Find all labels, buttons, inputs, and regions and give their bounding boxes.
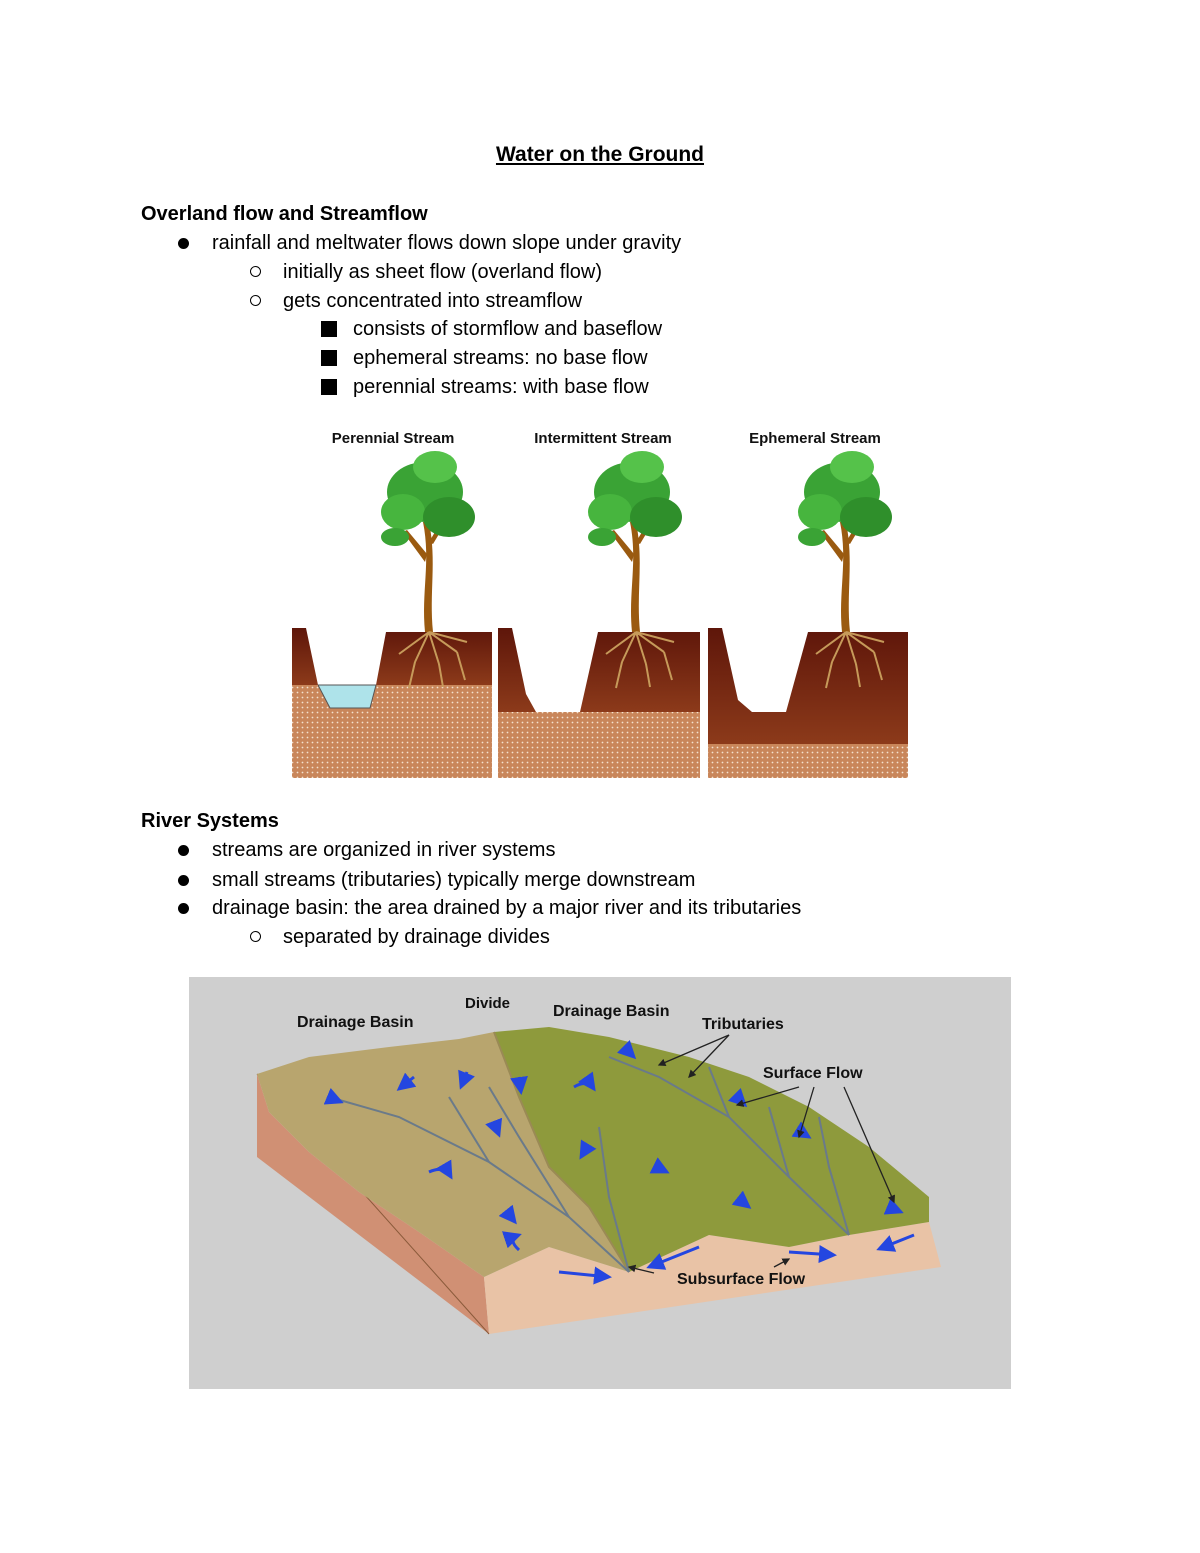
list-item-text: ephemeral streams: no base flow bbox=[353, 347, 648, 369]
stream-types-figure: Perennial Stream Intermittent Stream Eph… bbox=[292, 430, 908, 778]
list-item: rainfall and meltwater flows down slope … bbox=[178, 231, 682, 255]
list-item-text: rainfall and meltwater flows down slope … bbox=[212, 232, 682, 254]
drainage-basin-label: Drainage Basin bbox=[297, 1014, 413, 1031]
subsurface-flow-label: Subsurface Flow bbox=[677, 1271, 806, 1288]
drainage-basin-figure: Drainage Basin Divide Drainage Basin Tri… bbox=[189, 977, 1011, 1389]
list-item-text: drainage basin: the area drained by a ma… bbox=[212, 897, 802, 919]
square-bullet-icon bbox=[321, 379, 337, 395]
square-bullet-icon bbox=[321, 321, 337, 337]
list-item-text: consists of stormflow and baseflow bbox=[353, 318, 663, 340]
stream-label: Ephemeral Stream bbox=[749, 430, 881, 447]
hollow-bullet-icon bbox=[250, 931, 261, 942]
tributary-streams bbox=[328, 1056, 850, 1273]
tributaries-label: Tributaries bbox=[702, 1016, 784, 1033]
hollow-bullet-icon bbox=[250, 266, 261, 277]
perennial-stream-panel bbox=[292, 450, 492, 778]
list-item-text: initially as sheet flow (overland flow) bbox=[283, 261, 603, 283]
stream-label: Perennial Stream bbox=[332, 430, 455, 447]
list-item: gets concentrated into streamflow bbox=[250, 289, 583, 313]
bullet-icon bbox=[178, 875, 189, 886]
hollow-bullet-icon bbox=[250, 295, 261, 306]
ephemeral-stream-panel bbox=[708, 450, 908, 778]
list-item: ephemeral streams: no base flow bbox=[321, 346, 648, 370]
section-heading-river-systems: River Systems bbox=[141, 810, 279, 832]
divide-label: Divide bbox=[465, 995, 510, 1012]
stream-label: Intermittent Stream bbox=[534, 430, 672, 447]
list-item-text: separated by drainage divides bbox=[283, 926, 550, 948]
drainage-basin-label: Drainage Basin bbox=[553, 1003, 669, 1020]
list-item-text: perennial streams: with base flow bbox=[353, 376, 649, 398]
list-item-text: streams are organized in river systems bbox=[212, 839, 556, 861]
bullet-icon bbox=[178, 845, 189, 856]
surface-flow-label: Surface Flow bbox=[763, 1065, 863, 1082]
list-item: initially as sheet flow (overland flow) bbox=[250, 260, 603, 284]
square-bullet-icon bbox=[321, 350, 337, 366]
list-item: drainage basin: the area drained by a ma… bbox=[178, 896, 802, 920]
list-item: consists of stormflow and baseflow bbox=[321, 317, 663, 341]
bullet-icon bbox=[178, 903, 189, 914]
section-heading-overland: Overland flow and Streamflow bbox=[141, 203, 428, 225]
list-item-text: gets concentrated into streamflow bbox=[283, 290, 583, 312]
intermittent-stream-panel bbox=[498, 450, 700, 778]
list-item: perennial streams: with base flow bbox=[321, 375, 649, 399]
list-item: separated by drainage divides bbox=[250, 925, 550, 949]
list-item-text: small streams (tributaries) typically me… bbox=[212, 869, 696, 891]
bullet-icon bbox=[178, 238, 189, 249]
list-item: streams are organized in river systems bbox=[178, 838, 556, 862]
list-item: small streams (tributaries) typically me… bbox=[178, 868, 696, 892]
page-title: Water on the Ground bbox=[495, 143, 705, 166]
